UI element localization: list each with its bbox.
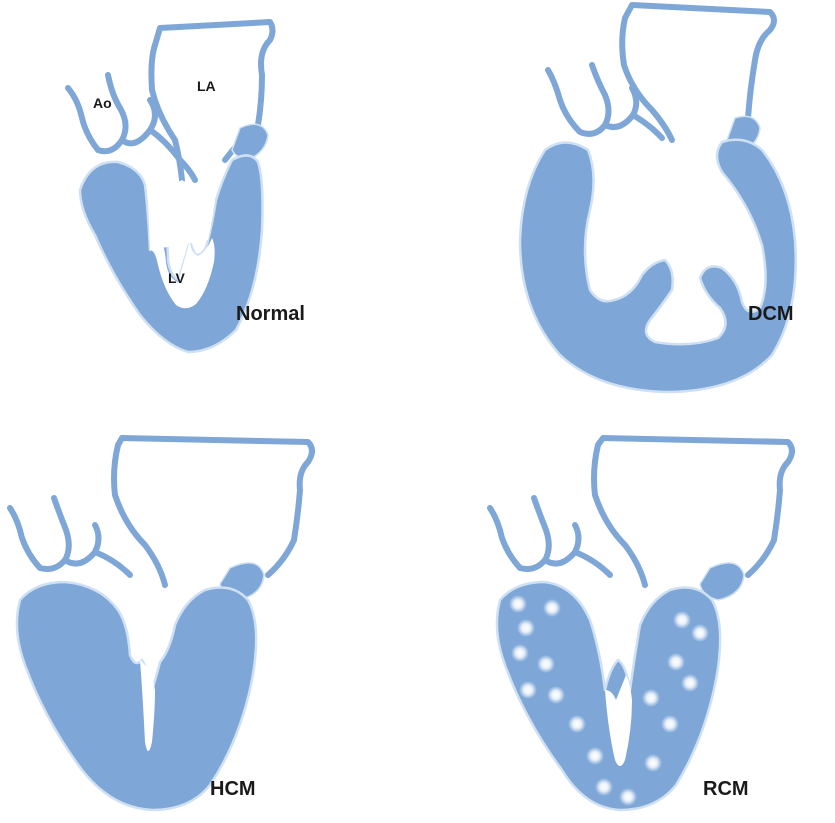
rcm-spot (661, 715, 679, 733)
label-ao: Ao (93, 95, 112, 111)
rcm-atrium-wall (598, 438, 792, 575)
dcm-atrium-wall (625, 5, 774, 135)
rcm-spot (586, 747, 604, 765)
rcm-spot (511, 644, 529, 662)
hcm-aorta-wall (10, 498, 69, 569)
hcm-aortic-cusp (95, 552, 130, 575)
hcm-atrium-wall (118, 438, 312, 575)
panel-rcm: RCM (490, 438, 792, 810)
rcm-spot (667, 653, 685, 671)
normal-aorta-wall (68, 75, 126, 151)
label-hcm: HCM (210, 778, 256, 800)
label-la: LA (197, 78, 216, 94)
rcm-spot (595, 778, 613, 796)
panel-normal: Ao LA LV Normal (68, 22, 305, 352)
rcm-spot (568, 715, 586, 733)
rcm-spot (537, 655, 555, 673)
rcm-aorta-wall (490, 498, 549, 569)
rcm-spot (642, 689, 660, 707)
panel-hcm: HCM (10, 438, 312, 810)
hcm-lv-myocardium (17, 582, 256, 810)
label-normal: Normal (236, 303, 305, 325)
label-dcm: DCM (748, 303, 794, 325)
rcm-spot (543, 599, 561, 617)
dcm-aorta-wall (548, 65, 609, 134)
rcm-spot (691, 624, 709, 642)
rcm-spot (509, 595, 527, 613)
label-rcm: RCM (703, 778, 749, 800)
rcm-spot (547, 686, 565, 704)
rcm-spot (619, 788, 637, 806)
rcm-aortic-cusp (575, 552, 610, 575)
panel-dcm: DCM (520, 5, 796, 392)
label-lv: LV (168, 270, 186, 286)
rcm-spot (673, 611, 691, 629)
rcm-spot (644, 754, 662, 772)
rcm-spot (681, 674, 699, 692)
rcm-spot (519, 681, 537, 699)
rcm-spot (517, 619, 535, 637)
dcm-lv-myocardium (520, 140, 796, 392)
normal-inflow-gap (147, 172, 215, 250)
